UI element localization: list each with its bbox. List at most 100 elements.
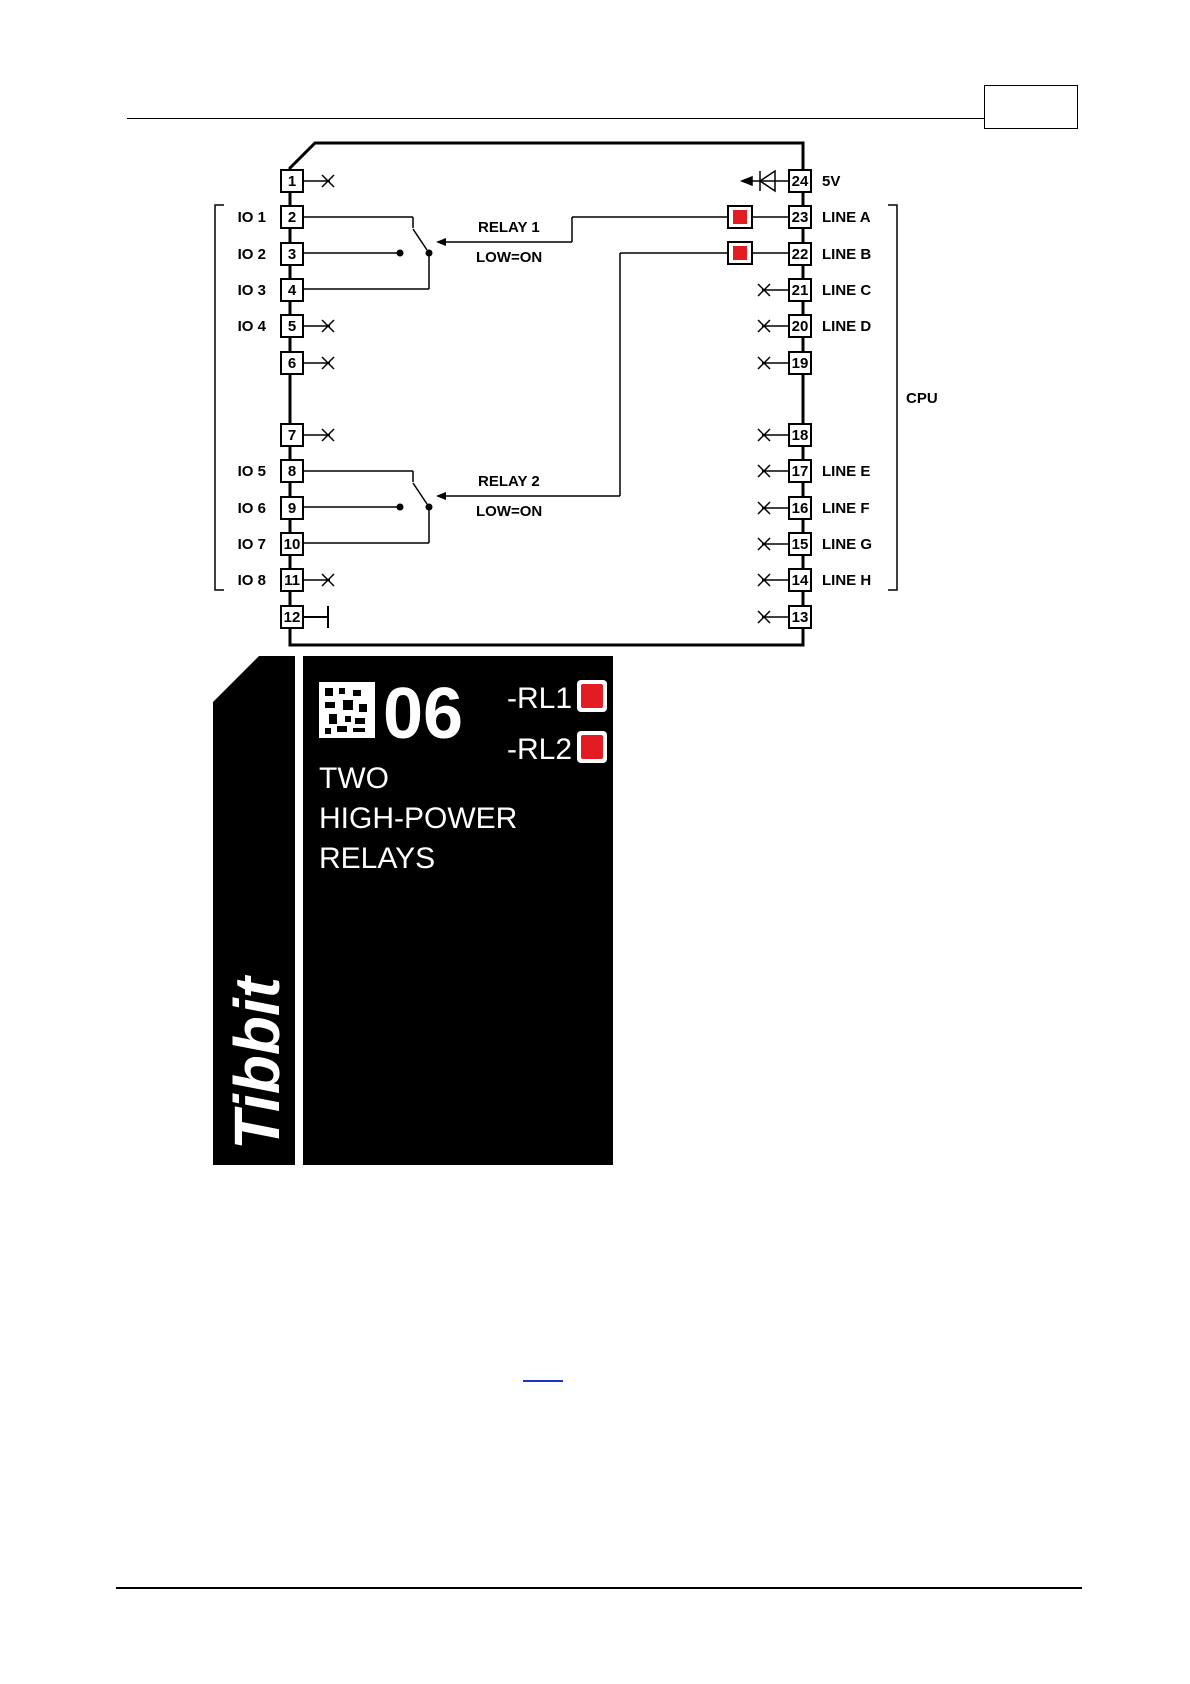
- relay-1-arrow: [436, 238, 446, 246]
- left-pin-1: 1: [281, 170, 334, 192]
- pin-label: IO 7: [238, 536, 266, 553]
- right-pin-23: 23 LINE A: [789, 206, 871, 228]
- no-connect-icon: [303, 320, 334, 332]
- relay-1-contact-nc: [397, 250, 404, 257]
- pin-number: 10: [284, 536, 301, 553]
- left-pin-6: 6: [281, 352, 334, 374]
- pin-number: 24: [792, 173, 809, 190]
- right-pin-14: 14 LINE H: [758, 569, 871, 591]
- footer-rule: [116, 1587, 1082, 1589]
- no-connect-icon: [758, 611, 789, 623]
- left-pin-11: 11 IO 8: [238, 569, 334, 591]
- pin-label: LINE A: [822, 209, 871, 226]
- supply-diode-icon: [742, 171, 788, 191]
- card-title-line-2: HIGH-POWER: [319, 802, 517, 835]
- relay-2-label: RELAY 2: [478, 473, 540, 490]
- brand-logo: Tibbit: [221, 974, 293, 1150]
- pin-number: 18: [792, 427, 809, 444]
- relay-2-contact-nc: [397, 504, 404, 511]
- pin-label: IO 1: [238, 209, 266, 226]
- left-pin-8: 8 IO 5: [238, 460, 303, 482]
- no-connect-icon: [303, 574, 334, 586]
- right-pin-18: 18: [758, 424, 811, 446]
- pin-label: LINE C: [822, 282, 871, 299]
- module-outline: [290, 143, 803, 645]
- left-pin-10: 10 IO 7: [238, 533, 303, 555]
- no-connect-icon: [758, 357, 789, 369]
- datamatrix-code-icon: [319, 682, 375, 738]
- pin-number: 19: [792, 355, 809, 372]
- left-pin-5: 5 IO 4: [238, 315, 334, 337]
- left-pin-9: 9 IO 6: [238, 497, 303, 519]
- pin-number: 14: [792, 572, 809, 589]
- pin-label: IO 4: [238, 318, 267, 335]
- pin-number: 16: [792, 500, 809, 517]
- pin-label: LINE D: [822, 318, 871, 335]
- pin-number: 2: [288, 209, 296, 226]
- right-pin-24: 24 5V: [789, 170, 840, 192]
- right-pin-13: 13: [758, 606, 811, 628]
- line-b-led: [728, 242, 752, 264]
- pin-number: 5: [288, 318, 296, 335]
- relay-2-mode: LOW=ON: [476, 503, 542, 520]
- line-a-led: [728, 206, 752, 228]
- io-bracket: [215, 205, 224, 590]
- led-label-rl2: -RL2: [507, 733, 572, 766]
- cpu-bracket: [888, 205, 897, 590]
- pin-number: 21: [792, 282, 809, 299]
- relay-2-switch: [303, 253, 788, 543]
- right-pin-20: 20 LINE D: [758, 315, 871, 337]
- relay-2-arrow: [436, 492, 446, 500]
- pin-label: 5V: [822, 173, 840, 190]
- right-pin-19: 19: [758, 352, 811, 374]
- pin-label: LINE F: [822, 500, 870, 517]
- cpu-label: CPU: [906, 390, 938, 407]
- left-pin-12: 12: [281, 606, 328, 628]
- hyperlink[interactable]: [523, 1380, 563, 1382]
- left-pin-4: 4IO 3: [238, 279, 303, 301]
- right-pin-16: 16 LINE F: [758, 497, 870, 519]
- pin-number: 9: [288, 500, 296, 517]
- no-connect-icon: [758, 574, 789, 586]
- pin-label: IO 8: [238, 572, 266, 589]
- led-label-rl1: -RL1: [507, 682, 572, 715]
- pin-label: IO 6: [238, 500, 266, 517]
- pin-label: IO 2: [238, 246, 266, 263]
- relay-1-contact-com: [426, 250, 433, 257]
- pin-number: 12: [284, 609, 301, 626]
- no-connect-icon: [758, 538, 789, 550]
- no-connect-icon: [758, 284, 789, 296]
- card-title-line-3: RELAYS: [319, 842, 435, 875]
- card-title-line-1: TWO: [319, 762, 389, 795]
- ground-icon: [303, 606, 328, 628]
- pin-number: 4: [288, 282, 297, 299]
- no-connect-icon: [303, 357, 334, 369]
- pin-number: 8: [288, 463, 296, 480]
- no-connect-icon: [303, 175, 334, 187]
- right-pin-15: 15 LINE G: [758, 533, 872, 555]
- no-connect-icon: [758, 320, 789, 332]
- pin-label: LINE H: [822, 572, 871, 589]
- pin-number: 11: [284, 572, 300, 589]
- left-pin-2: 2 IO 1: [238, 206, 303, 228]
- left-pin-7: 7: [281, 424, 334, 446]
- pin-number: 7: [288, 427, 296, 444]
- left-pin-3: 3 IO 2: [238, 243, 303, 265]
- pin-number: 6: [288, 355, 296, 372]
- pin-number: 23: [792, 209, 809, 226]
- pin-label: LINE G: [822, 536, 872, 553]
- pin-number: 13: [792, 609, 809, 626]
- pin-number: 20: [792, 318, 809, 335]
- relay-1-label: RELAY 1: [478, 219, 540, 236]
- pin-number: 15: [792, 536, 809, 553]
- relay-1-mode: LOW=ON: [476, 249, 542, 266]
- pin-number: 17: [792, 463, 809, 480]
- pin-number: 22: [792, 246, 809, 263]
- tibbit-label-card: Tibbit 06 -RL1 -RL2 TWO HIGH-POWER RELAY…: [213, 656, 613, 1165]
- pin-number: 3: [288, 246, 296, 263]
- pin-label: IO 5: [238, 463, 266, 480]
- no-connect-icon: [758, 465, 789, 477]
- pin-number: 1: [288, 173, 296, 190]
